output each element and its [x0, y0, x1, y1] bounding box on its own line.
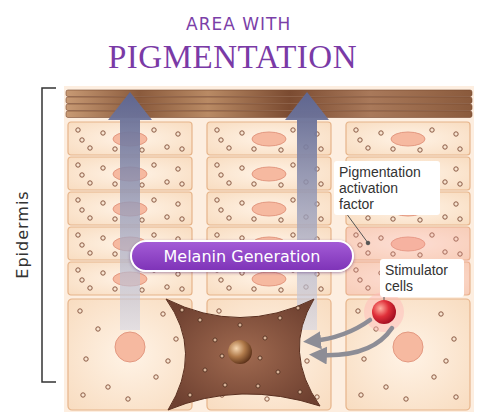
- side-label: Epidermis: [13, 185, 32, 285]
- leader-line: [346, 213, 368, 243]
- signal-arrows: [312, 320, 392, 355]
- up-arrow: [285, 92, 329, 330]
- leader-dot: [366, 241, 370, 245]
- callout-box: Stimulator cells: [380, 259, 464, 297]
- melanocyte-nucleus: [228, 340, 252, 364]
- signal-arrow: [318, 328, 392, 355]
- stimulator-cell: [364, 292, 404, 332]
- diagram-title: AREA WITH PIGMENTATION: [108, 8, 318, 74]
- up-arrow: [108, 92, 152, 330]
- melanin-granules: [180, 306, 302, 397]
- cell-glow: [364, 292, 404, 332]
- melanocyte-body: [166, 299, 320, 410]
- epidermis-bracket: [42, 88, 56, 382]
- signal-arrow: [312, 320, 370, 341]
- skin-cell: [346, 122, 470, 155]
- node-text: Melanin Generation: [164, 247, 321, 266]
- melanocyte: [166, 299, 320, 410]
- tissue-background: [64, 86, 474, 412]
- red-cell: [372, 300, 396, 324]
- node-text: Stimulator cells: [385, 262, 459, 294]
- process-pill: Melanin Generation: [130, 240, 354, 272]
- melanin-up-arrows: [108, 92, 329, 330]
- node-text: Pigmentation activation factor: [339, 164, 435, 212]
- callout-box: Pigmentation activation factor: [334, 161, 440, 215]
